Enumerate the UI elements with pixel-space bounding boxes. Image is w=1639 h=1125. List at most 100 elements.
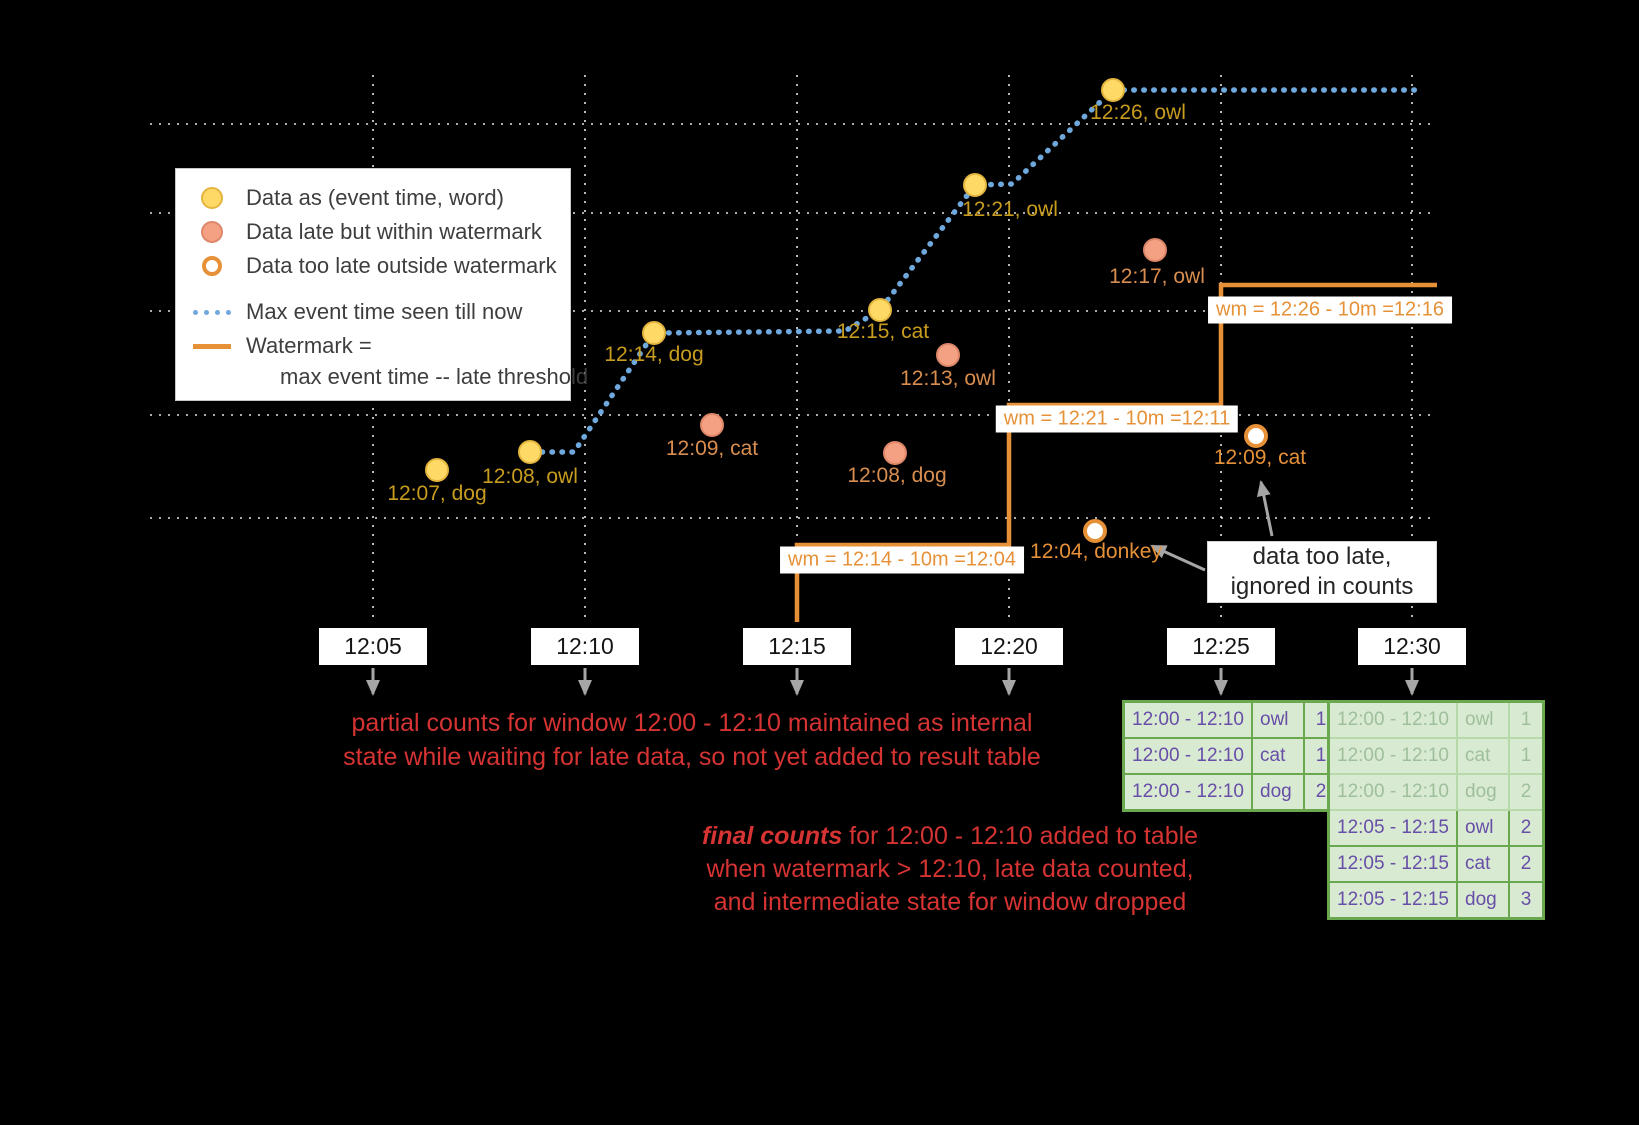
annotation-line: and intermediate state for window droppe… — [713, 888, 1187, 916]
table-cell-cnt: 2 — [1508, 845, 1545, 883]
table-cell-cnt: 1 — [1508, 737, 1545, 775]
table-cell-word: owl — [1456, 809, 1510, 847]
watermark-label: wm = 12:21 - 10m =12:11 — [995, 405, 1239, 433]
axis-tick-label: 12:10 — [531, 628, 639, 665]
table-cell-word: owl — [1456, 700, 1510, 739]
watermark-label: wm = 12:26 - 10m =12:16 — [1208, 296, 1452, 324]
data-point-late — [936, 343, 960, 367]
data-point-late — [700, 413, 724, 437]
legend: Data as (event time, word) Data late but… — [175, 168, 588, 401]
data-point-late — [1143, 238, 1167, 262]
dotted-line-icon — [192, 309, 232, 315]
annotation-text: for 12:00 - 12:10 added to table — [842, 822, 1199, 850]
table-cell-cnt: 1 — [1508, 700, 1545, 739]
data-point-on-time — [868, 298, 892, 322]
table-cell-time: 12:00 - 12:10 — [1122, 700, 1253, 739]
axis-tick-label: 12:30 — [1358, 628, 1466, 665]
axis-tick-label: 12:25 — [1167, 628, 1275, 665]
point-label: 12:15, cat — [836, 320, 930, 343]
annotation-line: partial counts for window 12:00 - 12:10 … — [351, 709, 1033, 737]
annotation-line: state while waiting for late data, so no… — [343, 743, 1041, 771]
note-line: ignored in counts — [1230, 573, 1414, 600]
table-cell-time: 12:00 - 12:10 — [1327, 737, 1458, 775]
legend-item-on-time: Data as (event time, word) — [192, 181, 554, 215]
table-cell-word: owl — [1251, 700, 1305, 739]
late-dot-icon — [192, 221, 232, 243]
point-label: 12:08, dog — [847, 464, 947, 487]
data-point-on-time — [518, 440, 542, 464]
table-cell-word: cat — [1251, 737, 1305, 775]
watermark-label: wm = 12:14 - 10m =12:04 — [780, 546, 1024, 574]
legend-item-watermark-cont: max event time -- late threshold — [192, 363, 588, 391]
table-cell-word: cat — [1456, 737, 1510, 775]
on-time-dot-icon — [192, 187, 232, 209]
axis-tick-label: 12:15 — [743, 628, 851, 665]
legend-item-too-late: Data too late outside watermark — [192, 249, 557, 283]
axis-tick-label: 12:05 — [319, 628, 427, 665]
legend-label: Max event time seen till now — [246, 299, 523, 324]
legend-label: Data too late outside watermark — [246, 253, 557, 278]
table-cell-word: dog — [1456, 881, 1510, 920]
point-label: 12:14, dog — [604, 343, 704, 366]
legend-label: Data as (event time, word) — [246, 185, 504, 210]
point-label: 12:04, donkey — [1030, 540, 1162, 563]
note-line: data too late, — [1252, 543, 1392, 570]
point-label: 12:17, owl — [1109, 265, 1205, 288]
solid-line-icon — [192, 343, 232, 349]
too-late-arrow — [1150, 544, 1206, 572]
final-counts-emphasis: final counts — [701, 822, 843, 850]
axis-tick-label: 12:20 — [955, 628, 1063, 665]
table-cell-word: dog — [1456, 773, 1510, 811]
table-cell-time: 12:05 - 12:15 — [1327, 845, 1458, 883]
legend-item-watermark: Watermark = — [192, 329, 554, 363]
point-label: 12:07, dog — [387, 482, 487, 505]
table-cell-time: 12:05 - 12:15 — [1327, 881, 1458, 920]
table-cell-cnt: 2 — [1508, 773, 1545, 811]
table-cell-word: dog — [1251, 773, 1305, 812]
watermark-line — [794, 282, 1437, 622]
point-label: 12:09, cat — [665, 437, 759, 460]
max-event-time-line — [529, 87, 1421, 455]
table-cell-cnt: 2 — [1508, 809, 1545, 847]
table-cell-time: 12:00 - 12:10 — [1122, 737, 1253, 775]
table-cell-time: 12:00 - 12:10 — [1327, 773, 1458, 811]
data-point-too-late — [1244, 424, 1268, 448]
data-point-late — [883, 441, 907, 465]
point-label: 12:21, owl — [962, 198, 1058, 221]
legend-label: max event time -- late threshold — [280, 364, 589, 389]
too-late-note: data too late, ignored in counts — [1207, 541, 1437, 603]
legend-label: Data late but within watermark — [246, 219, 542, 244]
table-cell-word: cat — [1456, 845, 1510, 883]
point-label: 12:09, cat — [1213, 446, 1307, 469]
legend-label: Watermark = — [246, 333, 372, 358]
data-point-on-time — [425, 458, 449, 482]
table-cell-cnt: 3 — [1508, 881, 1545, 920]
point-label: 12:26, owl — [1090, 101, 1186, 124]
data-point-on-time — [963, 173, 987, 197]
final-counts-annotation: final counts for 12:00 - 12:10 added to … — [690, 820, 1210, 919]
too-late-arrow — [1256, 480, 1274, 537]
too-late-ring-icon — [192, 256, 232, 276]
point-label: 12:08, owl — [482, 465, 578, 488]
legend-item-late-within: Data late but within watermark — [192, 215, 554, 249]
data-point-on-time — [1101, 78, 1125, 102]
table-cell-time: 12:05 - 12:15 — [1327, 809, 1458, 847]
table-cell-time: 12:00 - 12:10 — [1122, 773, 1253, 812]
point-label: 12:13, owl — [900, 367, 996, 390]
legend-item-max-event-time: Max event time seen till now — [192, 295, 554, 329]
table-cell-time: 12:00 - 12:10 — [1327, 700, 1458, 739]
data-point-too-late — [1083, 519, 1107, 543]
annotation-line: when watermark > 12:10, late data counte… — [706, 855, 1194, 883]
